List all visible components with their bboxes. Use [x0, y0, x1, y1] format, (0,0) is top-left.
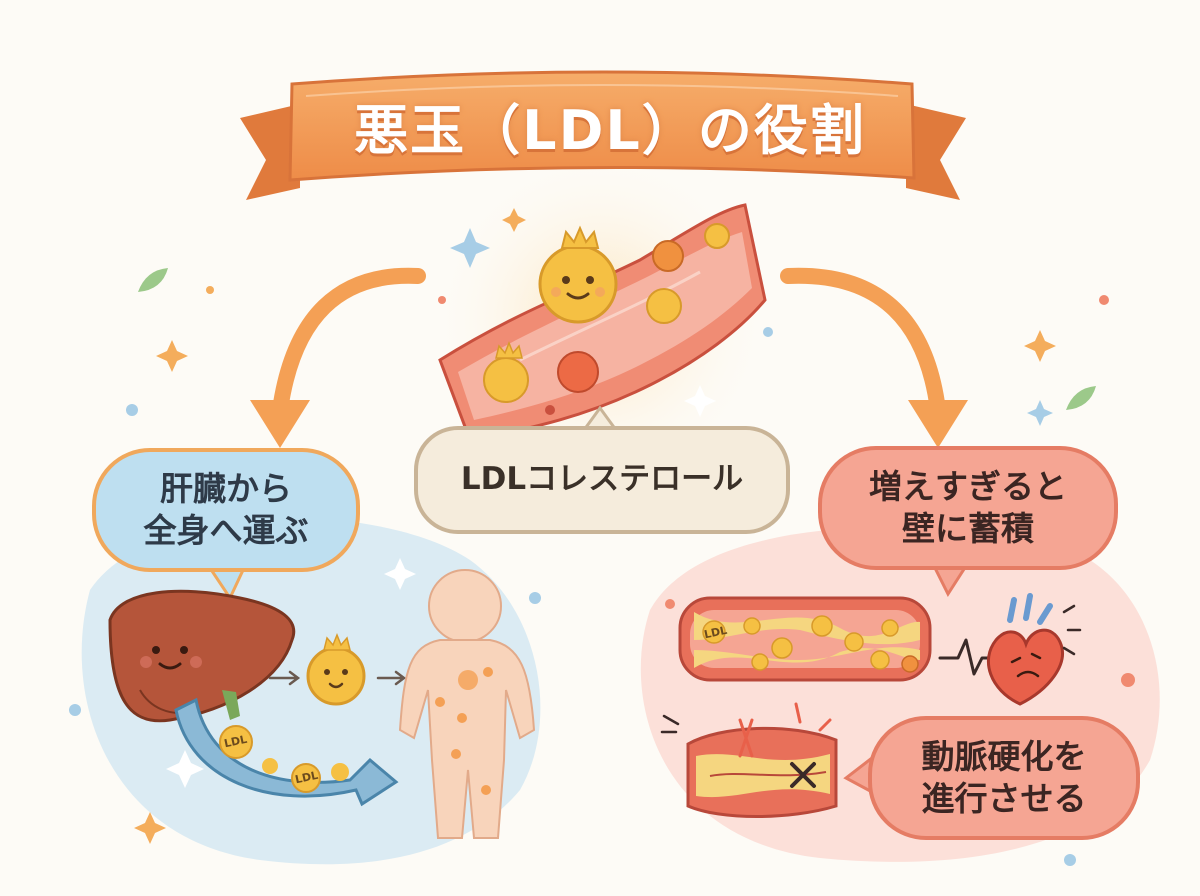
crown-icon [560, 225, 600, 249]
x-mark-icon [790, 762, 816, 788]
crown-icon [495, 340, 523, 359]
ldl-particles-small [483, 223, 730, 415]
heartbeat-icon [938, 638, 996, 676]
ldl-particle-left [306, 632, 366, 706]
ldl-label-text: LDLコレステロール [460, 461, 744, 498]
arrow-icon [272, 267, 946, 418]
athero-callout-line1: 動脈硬化を [921, 736, 1087, 776]
wall-accumulation-callout: 増えすぎると 壁に蓄積 [818, 446, 1118, 570]
human-figure [398, 569, 536, 839]
athero-callout-line2: 進行させる [921, 779, 1087, 818]
ldl-label-callout: LDLコレステロール [414, 426, 790, 534]
page-title: 悪玉（LDL）の役割 [354, 98, 866, 162]
decor-dots [69, 286, 1135, 866]
liver-callout-line2: 全身へ運ぶ [143, 511, 309, 550]
wall-callout-line2: 壁に蓄積 [902, 509, 1034, 548]
leaf-icon [138, 268, 1096, 410]
liver-callout: 肝臓から 全身へ運ぶ [92, 448, 360, 572]
heart-icon [986, 593, 1082, 706]
sparkle-icon [134, 208, 1056, 844]
liver-callout-line1: 肝臓から [160, 468, 292, 508]
atherosclerosis-callout: 動脈硬化を 進行させる [868, 716, 1140, 840]
arrow-icon [250, 400, 968, 448]
wall-callout-line1: 増えすぎると [869, 466, 1067, 506]
sparkle-icon [166, 228, 1053, 788]
title-ribbon [240, 70, 966, 200]
narrowed-artery [660, 702, 838, 818]
plaque-artery [678, 596, 932, 682]
crown-icon [323, 632, 351, 651]
ldl-particle-main [538, 225, 618, 324]
small-arrow [268, 670, 407, 686]
liver [108, 589, 296, 723]
blue-vessel [174, 697, 399, 807]
